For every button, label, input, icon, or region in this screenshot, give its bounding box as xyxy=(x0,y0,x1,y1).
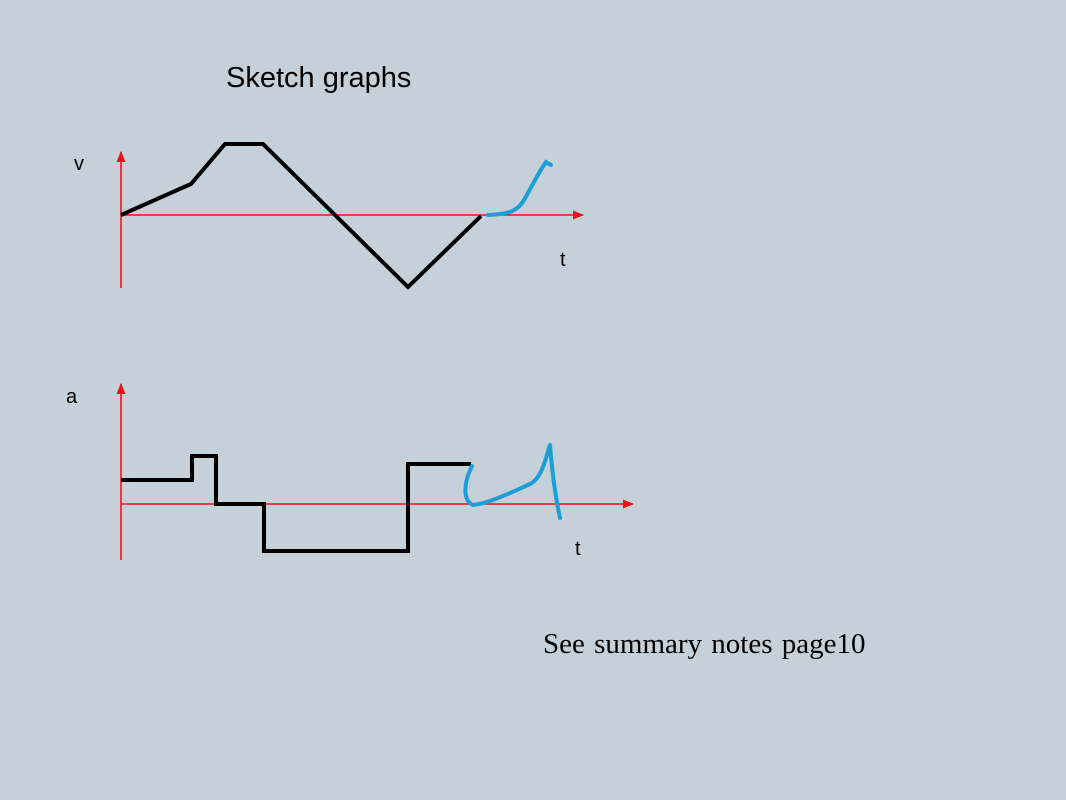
summary-note: See summary notes page10 xyxy=(543,628,866,660)
a-graph-x-axis-label: t xyxy=(575,538,581,560)
slide-title: Sketch graphs xyxy=(226,62,412,94)
v-graph-sketch-curve xyxy=(486,159,553,217)
v-graph-line xyxy=(120,142,483,290)
a-graph-y-axis-label: a xyxy=(66,386,78,408)
v-graph-x-axis-label: t xyxy=(560,249,566,271)
a-graph-line xyxy=(121,454,471,553)
a-graph-sketch-curve xyxy=(463,443,562,520)
v-graph-y-axis-label: v xyxy=(74,153,84,175)
